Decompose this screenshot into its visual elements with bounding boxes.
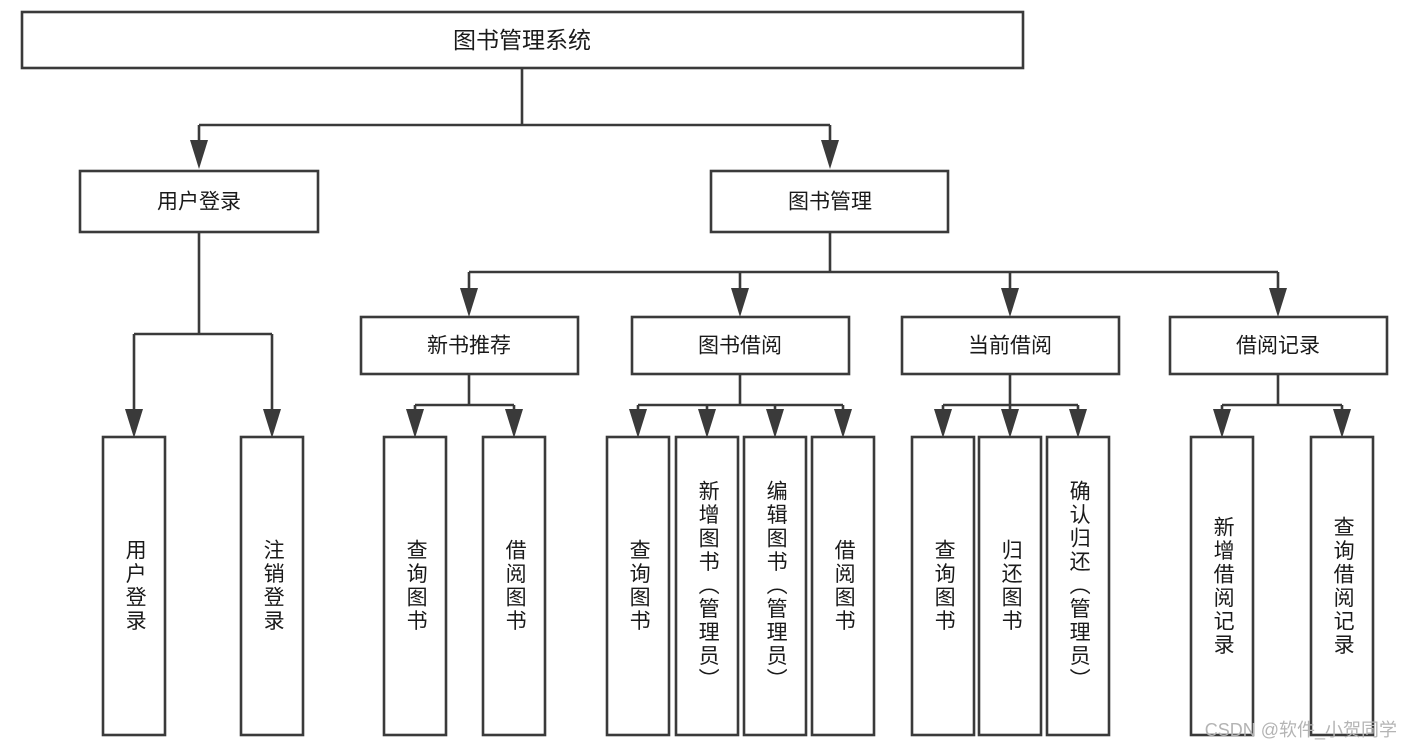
connector-current-borrow-to-leaves xyxy=(934,374,1087,438)
connector-user-login-to-leaves xyxy=(125,232,281,438)
node-book-borrow-label: 图书借阅 xyxy=(698,335,782,358)
connector-root-to-level2 xyxy=(190,68,839,169)
node-current-borrow-label: 当前借阅 xyxy=(968,335,1052,358)
connector-book-borrow-to-leaves xyxy=(629,374,852,438)
leaf-box[interactable] xyxy=(977,435,1043,737)
leaf-box[interactable] xyxy=(605,435,671,737)
leaf-box[interactable] xyxy=(239,435,305,737)
node-user-login-label: 用户登录 xyxy=(157,191,241,214)
node-book-manage-label: 图书管理 xyxy=(788,191,872,214)
leaf-box[interactable] xyxy=(910,435,976,737)
node-root[interactable]: 图书管理系统 xyxy=(20,10,1025,70)
node-new-book-recommend-label: 新书推荐 xyxy=(427,335,511,358)
leaf-box[interactable] xyxy=(1045,435,1111,737)
node-borrow-record[interactable]: 借阅记录 xyxy=(1168,315,1389,376)
connector-book-manage-to-level3 xyxy=(460,232,1287,317)
node-root-label: 图书管理系统 xyxy=(453,27,591,53)
watermark: CSDN @软件_小贺同学 xyxy=(1204,720,1397,740)
node-book-manage[interactable]: 图书管理 xyxy=(709,169,950,234)
leaf-box[interactable] xyxy=(481,435,547,737)
connector-new-book-recommend-to-leaves xyxy=(406,374,523,438)
node-book-borrow[interactable]: 图书借阅 xyxy=(630,315,851,376)
leaf-box[interactable] xyxy=(1189,435,1255,737)
node-new-book-recommend[interactable]: 新书推荐 xyxy=(359,315,580,376)
node-borrow-record-label: 借阅记录 xyxy=(1236,335,1320,358)
leaf-box[interactable] xyxy=(674,435,740,737)
leaf-box[interactable] xyxy=(382,435,448,737)
node-user-login[interactable]: 用户登录 xyxy=(78,169,320,234)
leaf-box[interactable] xyxy=(1309,435,1375,737)
connector-borrow-record-to-leaves xyxy=(1213,374,1351,438)
leaf-box[interactable] xyxy=(742,435,808,737)
leaf-box[interactable] xyxy=(810,435,876,737)
leaf-box[interactable] xyxy=(101,435,167,737)
node-current-borrow[interactable]: 当前借阅 xyxy=(900,315,1121,376)
